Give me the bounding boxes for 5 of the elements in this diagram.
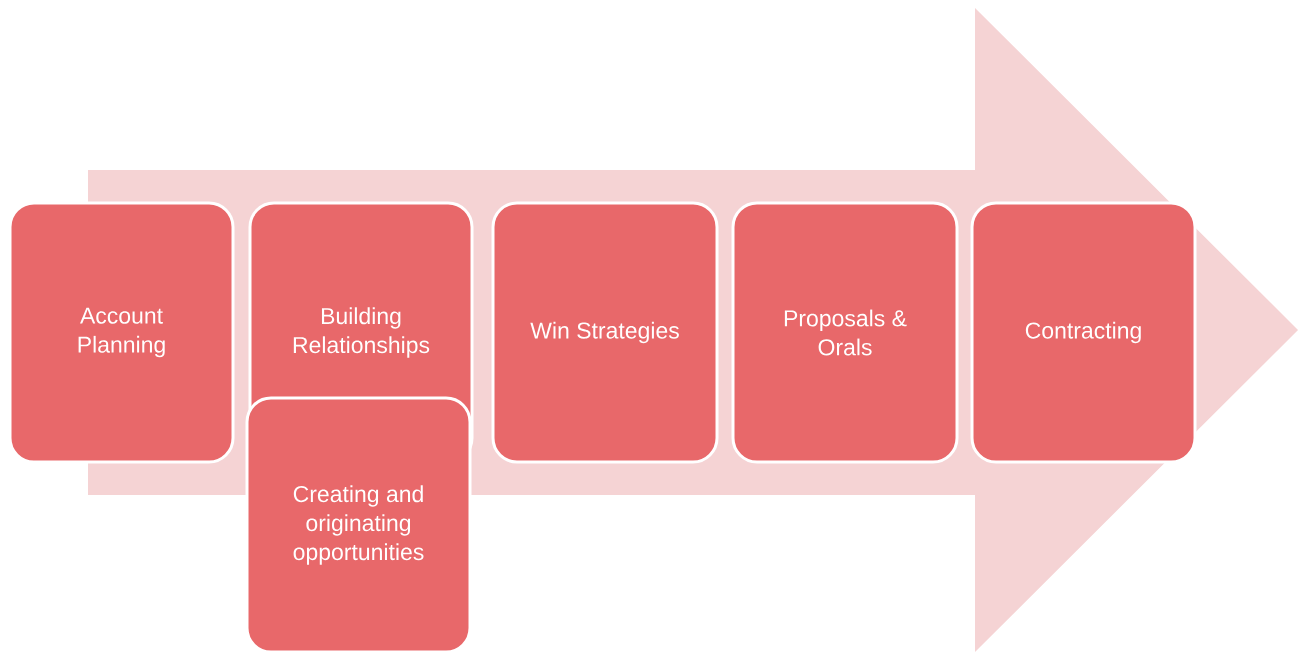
process-box: Contracting	[970, 201, 1197, 464]
process-box: Creating and originating opportunities	[245, 396, 472, 654]
process-box: Account Planning	[8, 201, 235, 464]
process-box: Win Strategies	[491, 201, 719, 464]
process-box: Proposals & Orals	[731, 201, 959, 464]
